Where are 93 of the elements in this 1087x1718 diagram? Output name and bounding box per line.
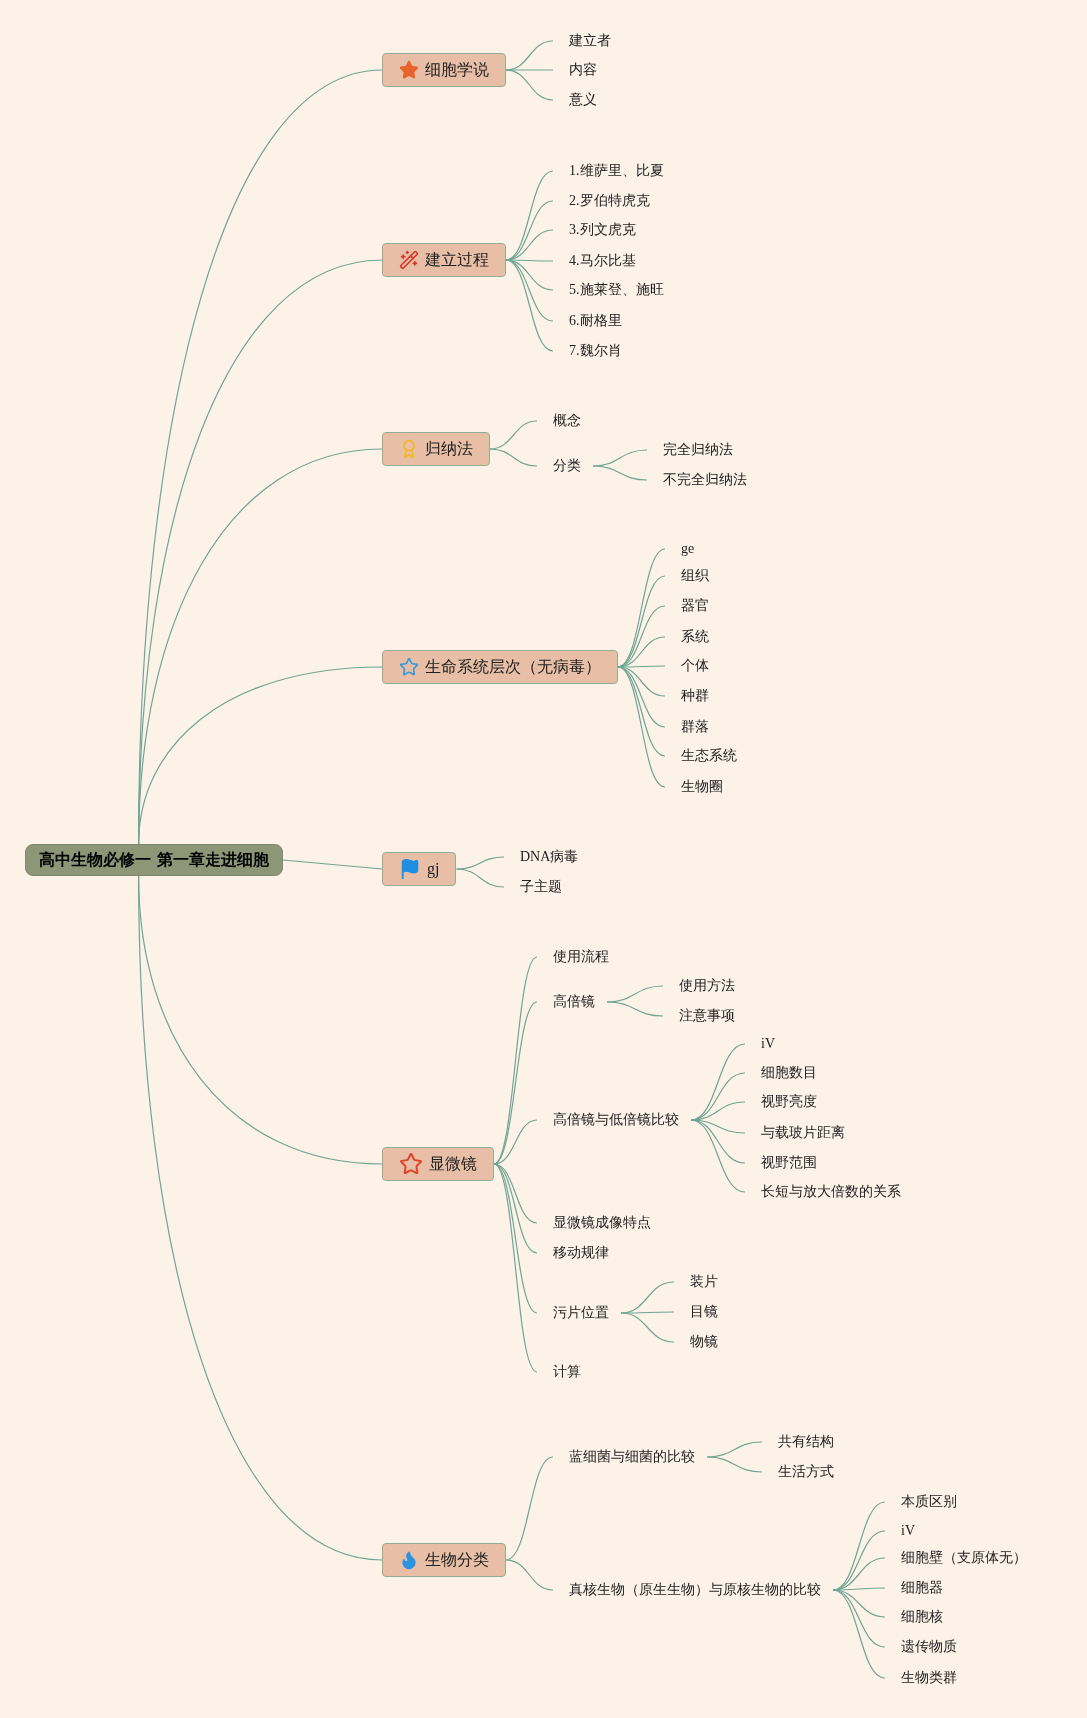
connector-line xyxy=(493,1001,538,1165)
topic-label: 生物分类 xyxy=(425,1550,489,1570)
connector-line xyxy=(706,1456,763,1473)
branch-label: 6.耐格里 xyxy=(553,311,634,331)
branch-label: 意义 xyxy=(553,90,609,110)
branch-label: 移动规律 xyxy=(537,1243,621,1263)
branch-label: DNA病毒 xyxy=(504,847,591,867)
topic-label: 生命系统层次（无病毒） xyxy=(425,657,601,677)
branch-label: 生物圈 xyxy=(665,777,735,797)
branch-label: 系统 xyxy=(665,627,721,647)
topic-label: 建立过程 xyxy=(425,250,489,270)
branch-label: 生活方式 xyxy=(762,1462,846,1482)
branch-label: 子主题 xyxy=(504,877,574,897)
branch-label: 注意事项 xyxy=(663,1006,747,1026)
connector-line xyxy=(489,420,538,450)
connector-line xyxy=(690,1119,746,1193)
connector-line xyxy=(606,1001,664,1017)
branch-label: 细胞壁（支原体无） xyxy=(885,1548,1039,1568)
connector-line xyxy=(138,666,383,845)
topic-label: 细胞学说 xyxy=(425,60,489,80)
branch-label: 个体 xyxy=(665,656,721,676)
branch-label: 分类 xyxy=(537,456,593,476)
connector-line xyxy=(505,259,554,352)
topic-box xyxy=(382,1147,494,1181)
branch-label: 使用方法 xyxy=(663,976,747,996)
branch-label: 种群 xyxy=(665,686,721,706)
branch-label: iV xyxy=(745,1034,787,1054)
connector-line xyxy=(282,859,383,870)
topic-box xyxy=(382,243,506,277)
connector-line xyxy=(706,1441,763,1458)
branch-label: 生态系统 xyxy=(665,746,749,766)
branch-label: 器官 xyxy=(665,596,721,616)
topic-box xyxy=(382,1543,506,1577)
branch-label: 装片 xyxy=(674,1272,730,1292)
root-topic-box: 高中生物必修一 第一章走进细胞 xyxy=(25,844,283,876)
connector-line xyxy=(489,448,538,467)
branch-label: 共有结构 xyxy=(762,1432,846,1452)
connector-line xyxy=(617,666,666,788)
topic-box xyxy=(382,432,490,466)
branch-label: 物镜 xyxy=(674,1332,730,1352)
connector-line xyxy=(832,1589,886,1618)
branch-label: 本质区别 xyxy=(885,1492,969,1512)
branch-label: 概念 xyxy=(537,411,593,431)
branch-label: 4.马尔比基 xyxy=(553,251,648,271)
branch-label: 高倍镜与低倍镜比较 xyxy=(537,1110,691,1130)
branch-label: 长短与放大倍数的关系 xyxy=(745,1182,913,1202)
branch-label: 不完全归纳法 xyxy=(647,470,759,490)
branch-label: 计算 xyxy=(537,1362,593,1382)
connector-line xyxy=(592,465,648,481)
branch-label: 蓝细菌与细菌的比较 xyxy=(553,1447,707,1467)
branch-label: 视野亮度 xyxy=(745,1092,829,1112)
topic-box xyxy=(382,650,618,684)
branch-label: 细胞数目 xyxy=(745,1063,829,1083)
connector-line xyxy=(592,449,648,467)
branch-label: 3.列文虎克 xyxy=(553,220,648,240)
branch-label: 生物类群 xyxy=(885,1668,969,1688)
topic-label: gj xyxy=(427,859,440,880)
branch-label: 2.罗伯特虎克 xyxy=(553,191,662,211)
branch-label: 真核生物（原生生物）与原核生物的比较 xyxy=(553,1580,833,1600)
connector-line xyxy=(505,1559,554,1591)
connector-line xyxy=(455,868,505,888)
connector-line xyxy=(620,1311,675,1314)
branch-label: 目镜 xyxy=(674,1302,730,1322)
branch-label: 内容 xyxy=(553,60,609,80)
topic-label: 显微镜 xyxy=(429,1154,477,1174)
branch-label: 污片位置 xyxy=(537,1303,621,1323)
connector-line xyxy=(690,1119,746,1134)
topic-box xyxy=(382,53,506,87)
branch-label: 高倍镜 xyxy=(537,992,607,1012)
connector-line xyxy=(493,1119,538,1165)
connector-line xyxy=(620,1312,675,1343)
topic-label: 归纳法 xyxy=(425,439,473,459)
branch-label: 细胞核 xyxy=(885,1607,955,1627)
branch-label: 组织 xyxy=(665,566,721,586)
connector-line xyxy=(832,1589,886,1679)
connector-line xyxy=(493,1163,538,1373)
branch-label: 与载玻片距离 xyxy=(745,1123,857,1143)
branch-label: 细胞器 xyxy=(885,1578,955,1598)
branch-label: 建立者 xyxy=(553,31,623,51)
branch-label: 群落 xyxy=(665,717,721,737)
topic-box xyxy=(382,852,457,886)
branch-label: 显微镜成像特点 xyxy=(537,1213,663,1233)
branch-label: 5.施莱登、施旺 xyxy=(553,280,676,300)
connector-line xyxy=(138,875,383,1561)
branch-label: 完全归纳法 xyxy=(647,440,745,460)
branch-label: 遗传物质 xyxy=(885,1637,969,1657)
branch-label: iV xyxy=(885,1521,927,1541)
branch-label: 使用流程 xyxy=(537,947,621,967)
connector-line xyxy=(505,69,554,101)
branch-label: 7.魏尔肖 xyxy=(553,341,634,361)
branch-label: ge xyxy=(665,539,707,559)
branch-label: 1.维萨里、比夏 xyxy=(553,161,676,181)
branch-label: 视野范围 xyxy=(745,1153,829,1173)
